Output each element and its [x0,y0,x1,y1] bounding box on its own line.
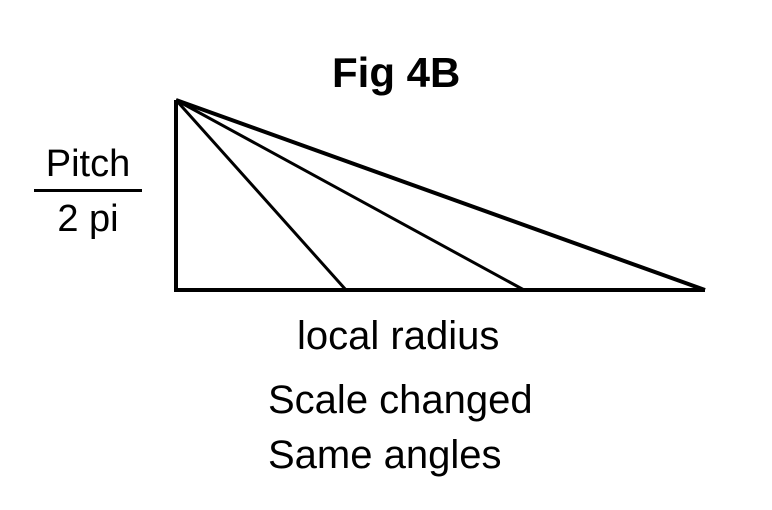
steep-angle-line [174,98,348,292]
figure-title: Fig 4B [332,49,461,96]
medium-angle-line [175,98,525,292]
note-same-angles: Same angles [268,433,502,477]
hypotenuse-line [175,98,706,292]
y-label-denominator: 2 pi [57,198,119,240]
note-scale-changed: Scale changed [268,378,533,422]
y-label-numerator: Pitch [45,143,131,185]
fraction-bar [34,189,142,192]
y-axis-label: Pitch 2 pi [34,145,142,238]
x-axis-label: local radius [297,314,500,358]
